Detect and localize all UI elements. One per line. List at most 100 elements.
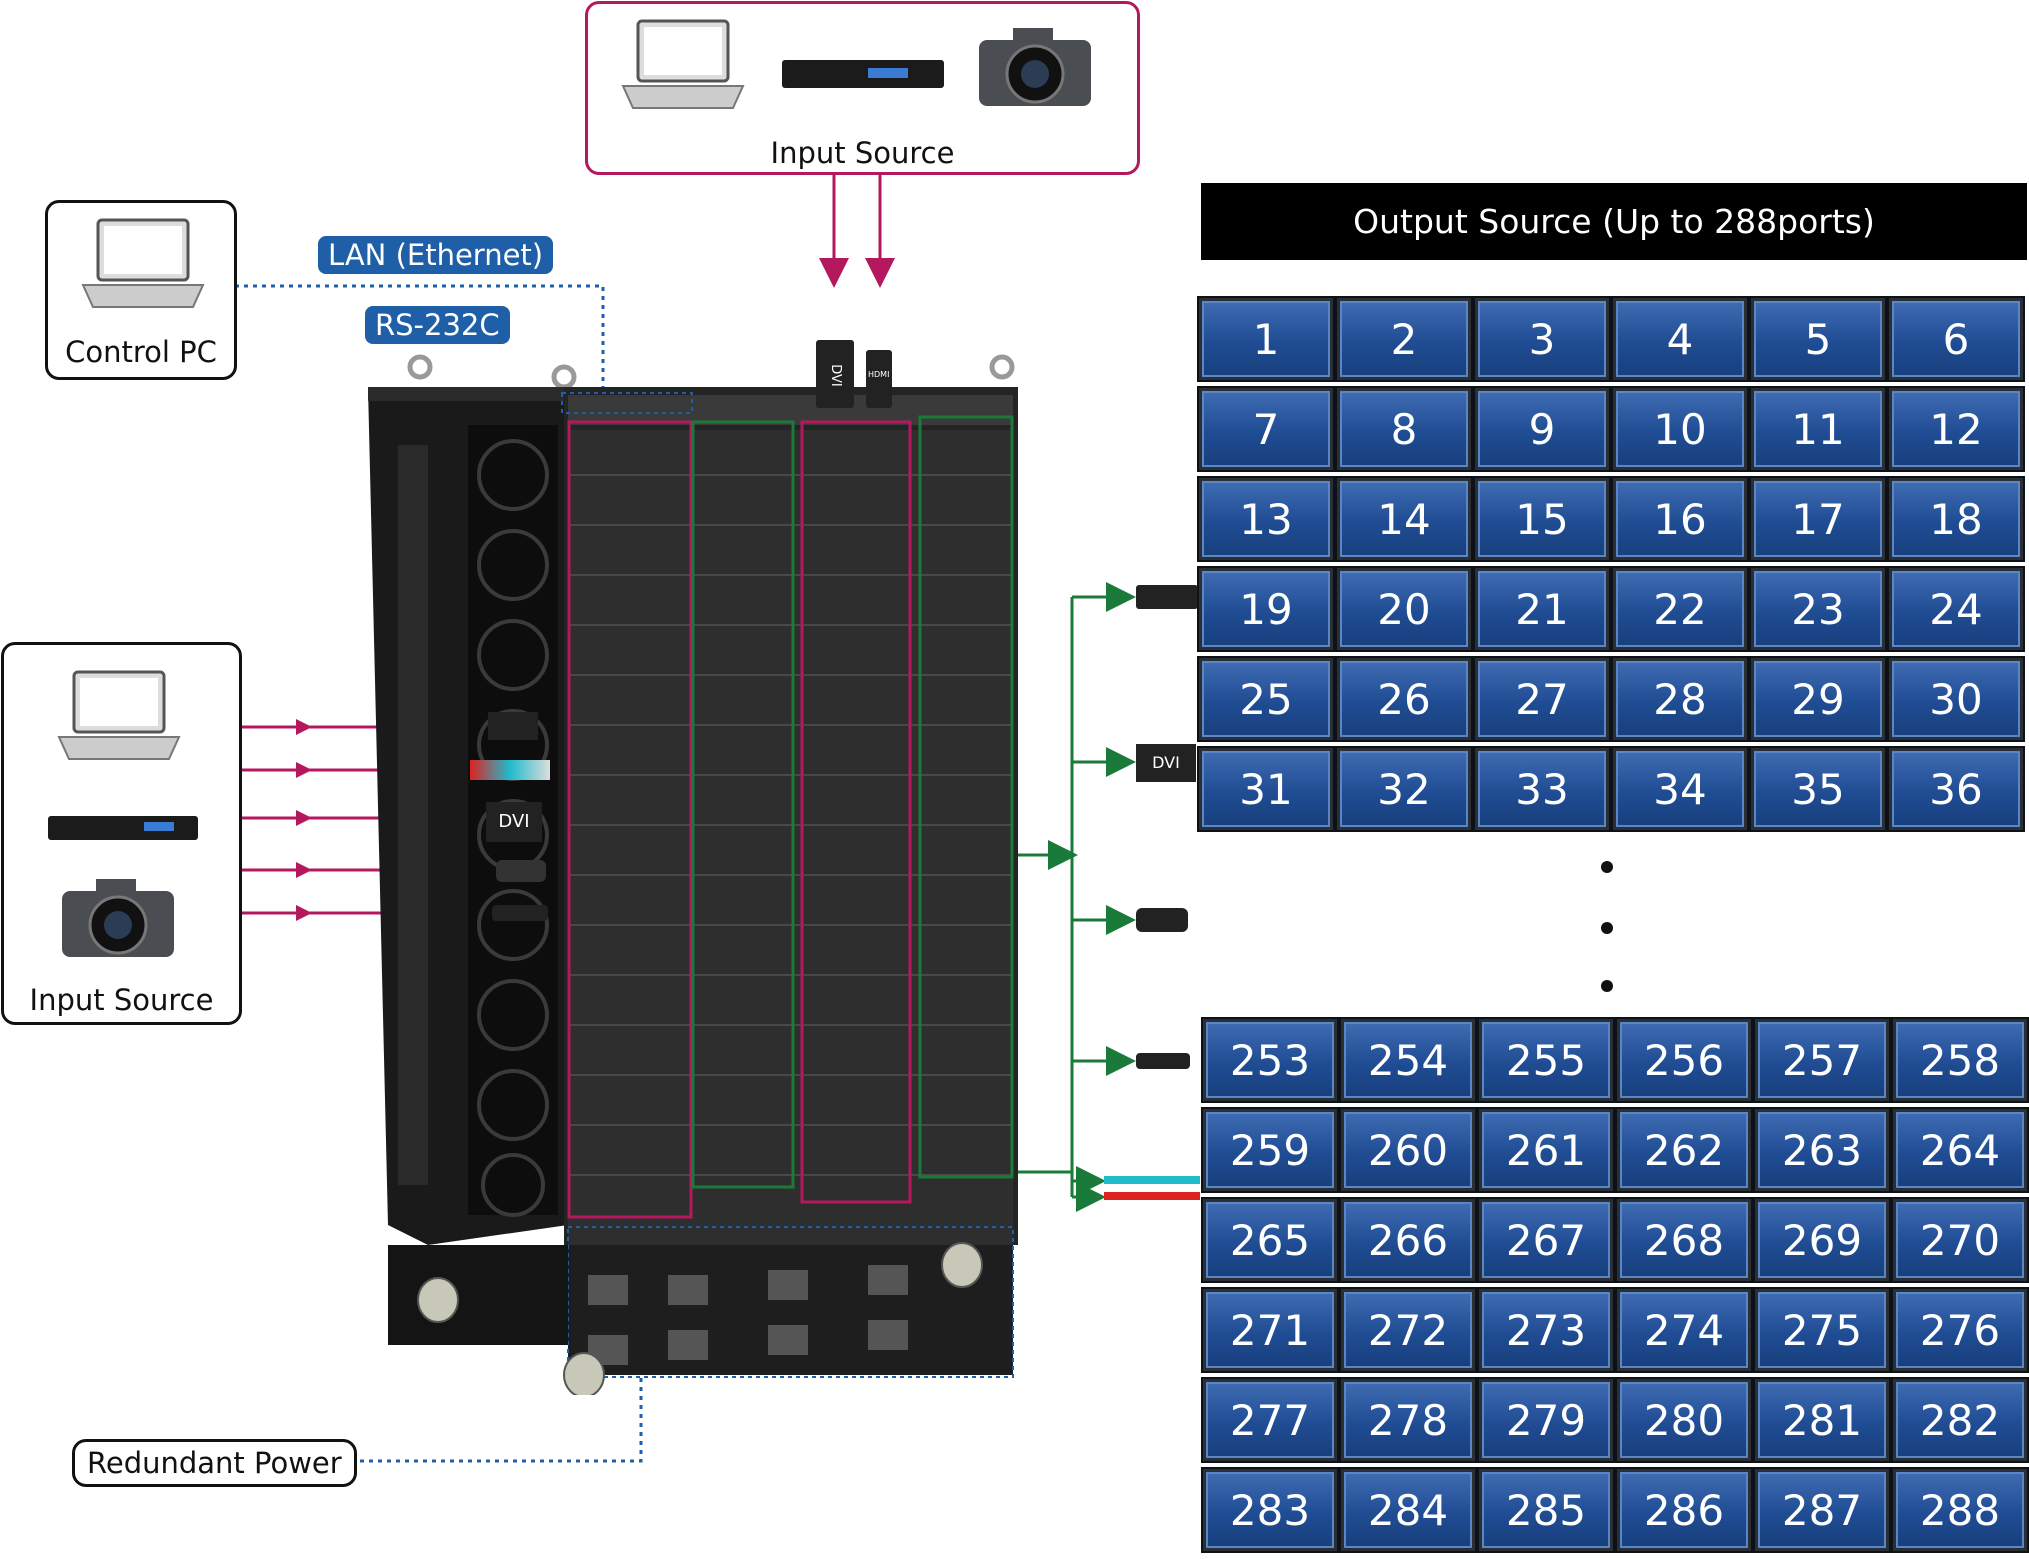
output-display-tile: 263: [1753, 1107, 1891, 1193]
output-display-tile: 268: [1615, 1197, 1753, 1283]
dvi-connector-icon: DVI: [486, 802, 542, 842]
hdmi-connector-icon: [1136, 585, 1198, 609]
media-player-icon: [48, 816, 198, 840]
output-display-tile: 13: [1197, 476, 1335, 562]
output-display-tile: 27: [1473, 656, 1611, 742]
output-display-tile: 3: [1473, 296, 1611, 382]
output-display-tile: 273: [1477, 1287, 1615, 1373]
fiber-connector-icon: [470, 760, 550, 780]
output-display-tile: 15: [1473, 476, 1611, 562]
output-display-tile: 21: [1473, 566, 1611, 652]
output-display-tile: 20: [1335, 566, 1473, 652]
output-display-tile: 282: [1891, 1377, 2029, 1463]
control-pc-box: Control PC: [45, 200, 237, 380]
output-display-tile: 9: [1473, 386, 1611, 472]
output-display-tile: 23: [1749, 566, 1887, 652]
ellipsis-dot: [1601, 861, 1613, 873]
media-player-icon: [782, 60, 944, 88]
output-display-tile: 272: [1339, 1287, 1477, 1373]
bnc-connector-icon: [1136, 908, 1188, 932]
lan-ethernet-label: LAN (Ethernet): [318, 236, 554, 274]
output-display-tile: 271: [1201, 1287, 1339, 1373]
output-display-tile: 7: [1197, 386, 1335, 472]
output-display-tile: 254: [1339, 1017, 1477, 1103]
ellipsis-dot: [1601, 922, 1613, 934]
output-display-tile: 264: [1891, 1107, 2029, 1193]
output-display-tile: 259: [1201, 1107, 1339, 1193]
output-display-tile: 278: [1339, 1377, 1477, 1463]
output-display-tile: 1: [1197, 296, 1335, 382]
output-display-tile: 11: [1749, 386, 1887, 472]
redundant-power-label: Redundant Power: [72, 1439, 357, 1487]
output-display-tile: 262: [1615, 1107, 1753, 1193]
output-display-tile: 18: [1887, 476, 2025, 562]
output-display-tile: 2: [1335, 296, 1473, 382]
output-display-tile: 284: [1339, 1467, 1477, 1553]
output-display-tile: 256: [1615, 1017, 1753, 1103]
output-display-tile: 257: [1753, 1017, 1891, 1103]
output-display-tile: 26: [1335, 656, 1473, 742]
output-display-tile: 285: [1477, 1467, 1615, 1553]
output-display-tile: 274: [1615, 1287, 1753, 1373]
fiber-connector-icon: [1104, 1192, 1200, 1200]
output-display-tile: 8: [1335, 386, 1473, 472]
top-input-source-label: Input Source: [770, 136, 955, 170]
rs232c-label: RS-232C: [365, 306, 510, 344]
output-display-tile: 287: [1753, 1467, 1891, 1553]
dvi-connector-icon: DVI: [816, 340, 854, 408]
fiber-connector-icon: [1104, 1176, 1200, 1184]
output-display-tile: 4: [1611, 296, 1749, 382]
laptop-icon: [621, 19, 745, 109]
output-display-tile: 22: [1611, 566, 1749, 652]
output-display-tile: 25: [1197, 656, 1335, 742]
laptop-icon: [57, 670, 181, 760]
ellipsis-dot: [1601, 980, 1613, 992]
left-input-source-box: Input Source: [1, 642, 242, 1025]
output-display-tile: 253: [1201, 1017, 1339, 1103]
output-source-header: Output Source (Up to 288ports): [1201, 183, 2027, 260]
output-display-tile: 267: [1477, 1197, 1615, 1283]
output-display-tile: 17: [1749, 476, 1887, 562]
output-display-tile: 281: [1753, 1377, 1891, 1463]
output-display-tile: 34: [1611, 746, 1749, 832]
left-input-source-label: Input Source: [29, 983, 214, 1017]
output-display-tile: 6: [1887, 296, 2025, 382]
output-display-tile: 280: [1615, 1377, 1753, 1463]
output-display-tile: 28: [1611, 656, 1749, 742]
output-display-tile: 5: [1749, 296, 1887, 382]
output-display-tile: 269: [1753, 1197, 1891, 1283]
matrix-switcher-chassis: [368, 354, 1018, 1395]
dvi-connector-icon: DVI: [1136, 744, 1196, 782]
camera-icon: [62, 879, 174, 957]
output-display-tile: 19: [1197, 566, 1335, 652]
output-display-tile: 275: [1753, 1287, 1891, 1373]
output-display-tile: 29: [1749, 656, 1887, 742]
top-input-source-box: Input Source: [585, 1, 1140, 175]
output-display-tile: 258: [1891, 1017, 2029, 1103]
power-dotted-line: [342, 1330, 643, 1463]
output-display-tile: 277: [1201, 1377, 1339, 1463]
output-display-tile: 36: [1887, 746, 2025, 832]
bnc-connector-icon: [496, 860, 546, 882]
laptop-icon: [81, 218, 205, 308]
output-display-tile: 30: [1887, 656, 2025, 742]
output-display-tile: 31: [1197, 746, 1335, 832]
output-display-tile: 12: [1887, 386, 2025, 472]
output-display-tile: 10: [1611, 386, 1749, 472]
output-display-tile: 261: [1477, 1107, 1615, 1193]
output-display-tile: 16: [1611, 476, 1749, 562]
output-display-tile: 255: [1477, 1017, 1615, 1103]
output-display-tile: 266: [1339, 1197, 1477, 1283]
bnc-connector-icon: [1136, 1053, 1190, 1069]
output-display-tile: 14: [1335, 476, 1473, 562]
output-display-tile: 260: [1339, 1107, 1477, 1193]
hdmi-connector-icon: [488, 712, 538, 740]
output-display-tile: 276: [1891, 1287, 2029, 1373]
hdmi-connector-icon: HDMI: [866, 350, 892, 408]
control-pc-label: Control PC: [65, 335, 217, 369]
output-display-tile: 283: [1201, 1467, 1339, 1553]
bnc-connector-icon: [492, 905, 548, 921]
output-display-tile: 265: [1201, 1197, 1339, 1283]
